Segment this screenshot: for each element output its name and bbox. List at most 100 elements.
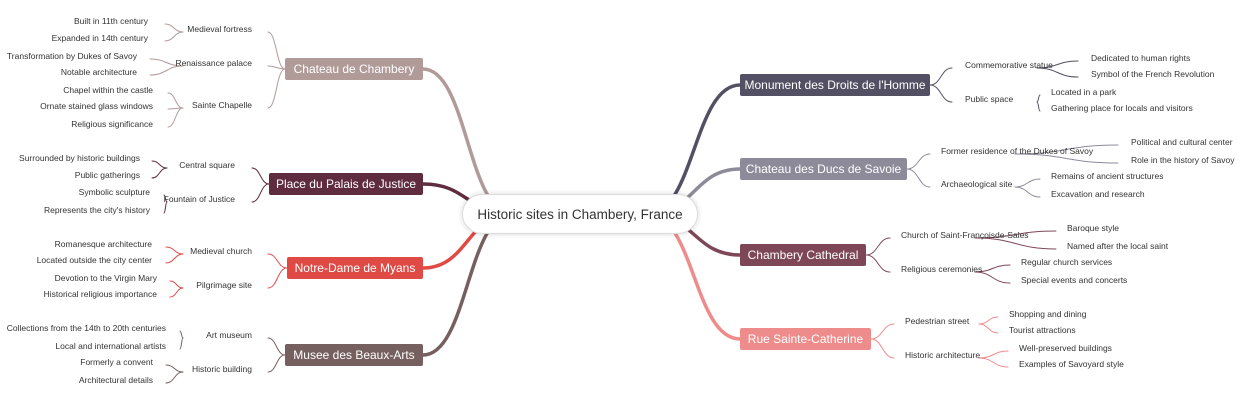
leaf-link-3-0-1 [179,337,184,350]
sub-link-5-0 [906,153,931,170]
subtopic-historic-architecture[interactable]: Historic architecture [905,350,981,360]
main-link-0 [421,67,514,216]
subtopic-central-square[interactable]: Central square [179,160,235,170]
branch-monument-des-droits-de-lhomme[interactable]: Monument des Droits de l'Homme [740,74,930,96]
leaf-link-2-1-0 [169,280,184,289]
sub-link-6-1 [865,254,891,273]
leaf-link-7-0-0 [978,316,999,325]
sub-link-5-1 [906,168,931,188]
leaf-built-in-11th-century[interactable]: Built in 11th century [73,16,148,26]
leaf-role-in-history-of-savoy[interactable]: Role in the history of Savoy [1131,155,1235,165]
sub-link-2-1 [267,267,288,289]
branch-chateau-des-ducs-de-savoie[interactable]: Chateau des Ducs de Savoie [740,158,907,180]
sub-link-0-1 [267,65,286,70]
branch-place-du-palais-de-justice[interactable]: Place du Palais de Justice [269,173,423,195]
subtopic-pedestrian-street[interactable]: Pedestrian street [905,316,970,326]
leaf-named-after-local-saint[interactable]: Named after the local saint [1067,241,1169,251]
leaf-baroque-style[interactable]: Baroque style [1067,223,1119,233]
sub-link-3-0 [267,337,286,356]
subtopic-medieval-fortress[interactable]: Medieval fortress [187,24,252,34]
leaf-religious-significance[interactable]: Religious significance [71,119,153,129]
leaf-gathering-place[interactable]: Gathering place for locals and visitors [1051,103,1193,113]
leaf-link-0-2-2 [167,107,184,128]
subtopic-art-museum[interactable]: Art museum [206,330,252,340]
leaf-link-3-1-0 [165,364,184,373]
leaf-remains-of-ancient-structures[interactable]: Remains of ancient structures [1051,171,1164,181]
leaf-local-and-international-artists[interactable]: Local and international artists [55,341,166,351]
leaf-collections-14th-to-20th[interactable]: Collections from the 14th to 20th centur… [6,323,166,333]
sub-link-0-2 [267,68,286,109]
leaf-public-gatherings[interactable]: Public gatherings [74,170,140,180]
subtopic-public-space[interactable]: Public space [965,94,1014,104]
leaf-architectural-details[interactable]: Architectural details [78,375,153,385]
subtopic-religious-ceremonies[interactable]: Religious ceremonies [901,264,983,274]
leaf-link-4-1-0 [1036,94,1041,103]
subtopic-commemorative-statue[interactable]: Commemorative statue [965,60,1053,70]
leaf-link-1-0-0 [151,160,168,169]
subtopic-sainte-chapelle[interactable]: Sainte Chapelle [191,100,252,110]
leaf-tourist-attractions[interactable]: Tourist attractions [1009,325,1076,335]
leaf-located-in-a-park[interactable]: Located in a park [1051,87,1117,97]
leaf-located-outside-city-center[interactable]: Located outside the city center [36,255,152,265]
sub-link-1-0 [251,167,270,185]
leaf-transformation-by-dukes[interactable]: Transformation by Dukes of Savoy [6,51,137,61]
leaf-link-5-1-0 [1014,178,1041,188]
leaf-well-preserved-buildings[interactable]: Well-preserved buildings [1019,343,1112,353]
leaf-symbolic-sculpture[interactable]: Symbolic sculpture [78,187,150,197]
sub-link-1-1 [251,183,270,203]
branch-notre-dame-de-myans[interactable]: Notre-Dame de Myans [287,257,423,279]
leaf-link-6-1-1 [974,271,1011,284]
leaf-link-2-0-1 [165,253,184,264]
leaf-shopping-and-dining[interactable]: Shopping and dining [1009,309,1087,319]
leaf-link-5-1-1 [1014,186,1041,198]
subtopic-medieval-church[interactable]: Medieval church [190,246,252,256]
leaf-ornate-stained-glass[interactable]: Ornate stained glass windows [40,101,153,111]
leaf-link-2-0-0 [165,246,184,255]
subtopic-former-residence[interactable]: Former residence of the Dukes of Savoy [941,146,1094,156]
sub-link-7-0 [870,323,895,340]
leaf-formerly-a-convent[interactable]: Formerly a convent [80,357,153,367]
leaf-dedicated-to-human-rights[interactable]: Dedicated to human rights [1091,53,1191,63]
leaf-political-and-cultural-center[interactable]: Political and cultural center [1131,137,1233,147]
subtopic-church-of-saint-francois[interactable]: Church of Saint-Françoisde-Sales [901,230,1029,240]
leaf-link-3-1-1 [165,371,184,384]
leaf-link-0-1-1 [149,65,184,76]
leaf-excavation-and-research[interactable]: Excavation and research [1051,189,1145,199]
subtopic-historic-building[interactable]: Historic building [192,364,252,374]
leaf-link-1-0-1 [151,167,168,179]
branch-musee-des-beaux-arts[interactable]: Musee des Beaux-Arts [285,344,423,366]
leaf-link-7-0-1 [978,323,999,334]
sub-link-4-0 [929,67,953,86]
leaf-link-6-0-0 [974,230,1057,239]
leaf-represents-city-history[interactable]: Represents the city's history [43,205,150,215]
leaf-link-2-1-1 [169,287,184,298]
subtopic-pilgrimage-site[interactable]: Pilgrimage site [196,280,252,290]
branch-chambery-cathedral[interactable]: Chambery Cathedral [740,244,866,266]
branch-rue-sainte-catherine[interactable]: Rue Sainte-Catherine [740,328,871,350]
leaf-link-5-0-1 [1014,153,1119,164]
subtopic-renaissance-palace[interactable]: Renaissance palace [175,58,252,68]
subtopic-fountain-of-justice[interactable]: Fountain of Justice [163,194,235,204]
leaf-surrounded-by-historic-buildings[interactable]: Surrounded by historic buildings [19,153,140,163]
leaf-notable-architecture[interactable]: Notable architecture [60,67,137,77]
leaf-link-3-0-0 [179,330,184,339]
leaf-link-0-2-0 [167,92,184,109]
leaf-link-5-0-0 [1014,144,1119,155]
branch-chateau-de-chambery[interactable]: Chateau de Chambery [285,58,423,80]
sub-link-6-0 [865,237,891,256]
leaf-devotion-to-virgin-mary[interactable]: Devotion to the Virgin Mary [54,273,157,283]
leaf-symbol-of-french-revolution[interactable]: Symbol of the French Revolution [1091,69,1215,79]
leaf-examples-of-savoyard-style[interactable]: Examples of Savoyard style [1019,359,1124,369]
leaf-link-1-1-1 [163,201,168,214]
leaf-regular-church-services[interactable]: Regular church services [1021,257,1113,267]
leaf-chapel-within-the-castle[interactable]: Chapel within the castle [63,85,153,95]
subtopic-archaeological-site[interactable]: Archaeological site [941,179,1013,189]
sub-link-0-0 [267,31,286,70]
sub-link-3-1 [267,354,286,373]
leaf-expanded-in-14th-century[interactable]: Expanded in 14th century [51,33,148,43]
leaf-historical-religious-importance[interactable]: Historical religious importance [43,289,157,299]
central-topic[interactable]: Historic sites in Chambery, France [462,194,698,234]
leaf-romanesque-architecture[interactable]: Romanesque architecture [54,239,152,249]
leaf-special-events-and-concerts[interactable]: Special events and concerts [1021,275,1128,285]
leaf-link-0-0-1 [164,31,184,42]
